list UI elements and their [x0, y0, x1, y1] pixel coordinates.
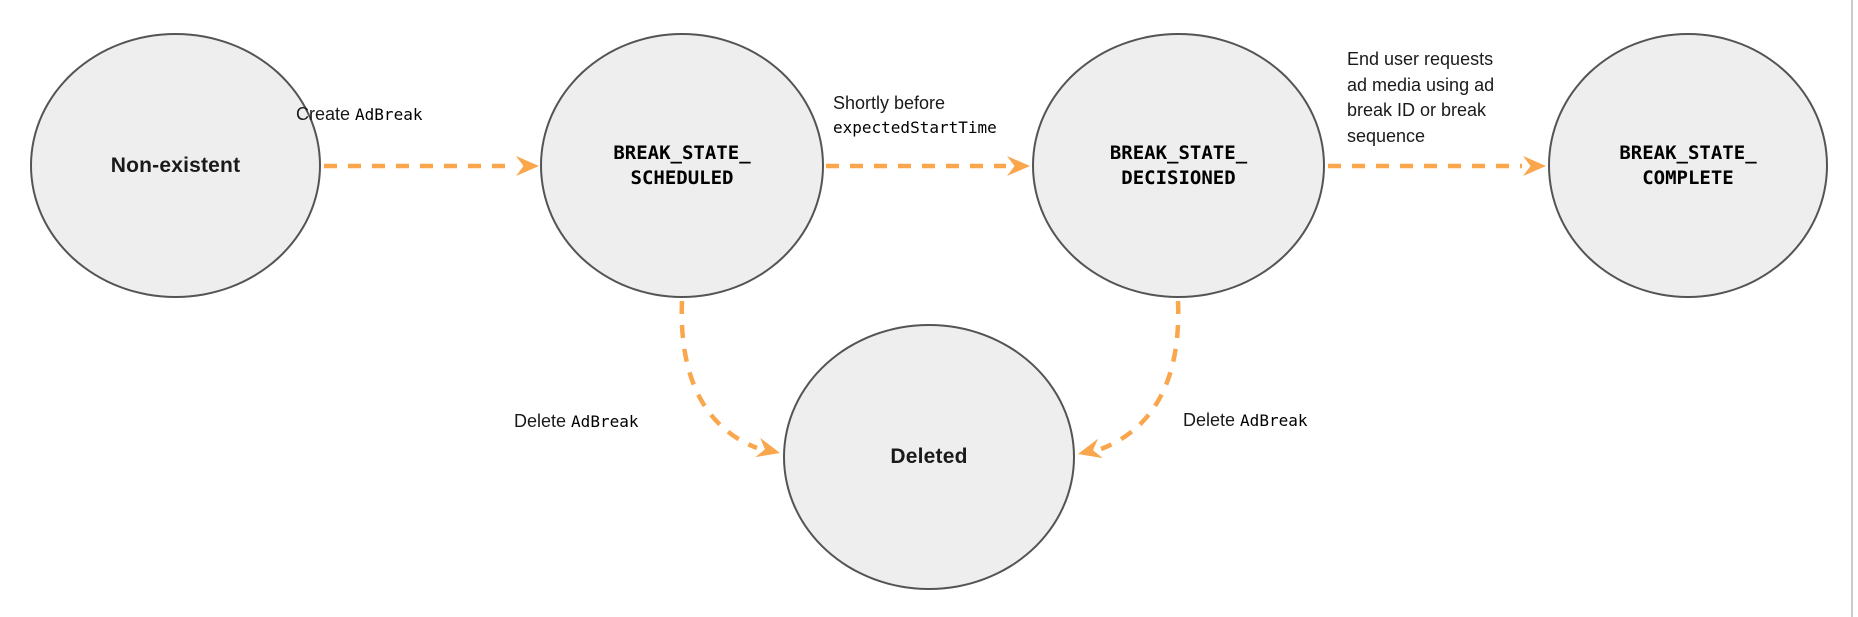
arrowhead-delete-adbreak-right	[1078, 438, 1103, 459]
edge-label-code: AdBreak	[355, 105, 423, 124]
state-node-label-line1: BREAK_STATE_	[1619, 141, 1757, 164]
state-node-non-existent: Non-existent	[30, 33, 321, 298]
state-node-label-line2: SCHEDULED	[630, 166, 734, 189]
edge-label-text: Create	[296, 104, 356, 124]
edge-label-end-user-requests: End user requests ad media using ad brea…	[1347, 47, 1494, 149]
edge-label-code: expectedStartTime	[833, 118, 997, 137]
edge-label-code: AdBreak	[571, 412, 639, 431]
state-node-label-line2: COMPLETE	[1642, 166, 1734, 189]
edge-label-shortly-before: Shortly before expectedStartTime	[833, 91, 997, 140]
state-node-label: BREAK_STATE_ SCHEDULED	[613, 141, 750, 191]
edge-label-delete-adbreak-left: Delete AdBreak	[514, 409, 638, 434]
arrowhead-end-user-requests	[1523, 156, 1546, 176]
edge-label-text: Delete	[1183, 410, 1241, 430]
arrow-delete-adbreak-left	[679, 300, 758, 451]
edge-label-code: AdBreak	[1240, 411, 1308, 430]
state-node-break-state-decisioned: BREAK_STATE_ DECISIONED	[1032, 33, 1325, 298]
state-node-break-state-complete: BREAK_STATE_ COMPLETE	[1548, 33, 1828, 298]
page-edge-divider	[1851, 0, 1853, 617]
arrowhead-delete-adbreak-left	[755, 437, 780, 458]
edge-label-line: End user requests	[1347, 49, 1494, 69]
arrow-delete-adbreak-right	[1100, 300, 1181, 452]
edge-label-delete-adbreak-right: Delete AdBreak	[1183, 408, 1307, 433]
edge-label-line: break ID or break	[1347, 100, 1487, 120]
edge-label-text: Delete	[514, 411, 572, 431]
state-node-label: BREAK_STATE_ DECISIONED	[1110, 141, 1247, 191]
state-node-label: BREAK_STATE_ COMPLETE	[1619, 141, 1756, 191]
edge-label-line: sequence	[1347, 125, 1426, 146]
state-node-label-line1: BREAK_STATE_	[613, 141, 751, 164]
edge-label-text: Shortly before	[833, 93, 946, 113]
state-node-label: Deleted	[890, 445, 968, 468]
state-node-label: Non-existent	[110, 153, 241, 177]
edge-label-line: ad media using ad	[1347, 74, 1495, 95]
arrowhead-shortly-before	[1007, 156, 1030, 176]
edge-label-create-adbreak: Create AdBreak	[296, 102, 422, 127]
state-node-label-line1: BREAK_STATE_	[1109, 141, 1248, 164]
state-node-break-state-scheduled: BREAK_STATE_ SCHEDULED	[540, 33, 824, 298]
arrowhead-create-adbreak	[516, 156, 539, 176]
state-node-label-line2: DECISIONED	[1121, 166, 1236, 189]
state-node-deleted: Deleted	[783, 324, 1075, 590]
